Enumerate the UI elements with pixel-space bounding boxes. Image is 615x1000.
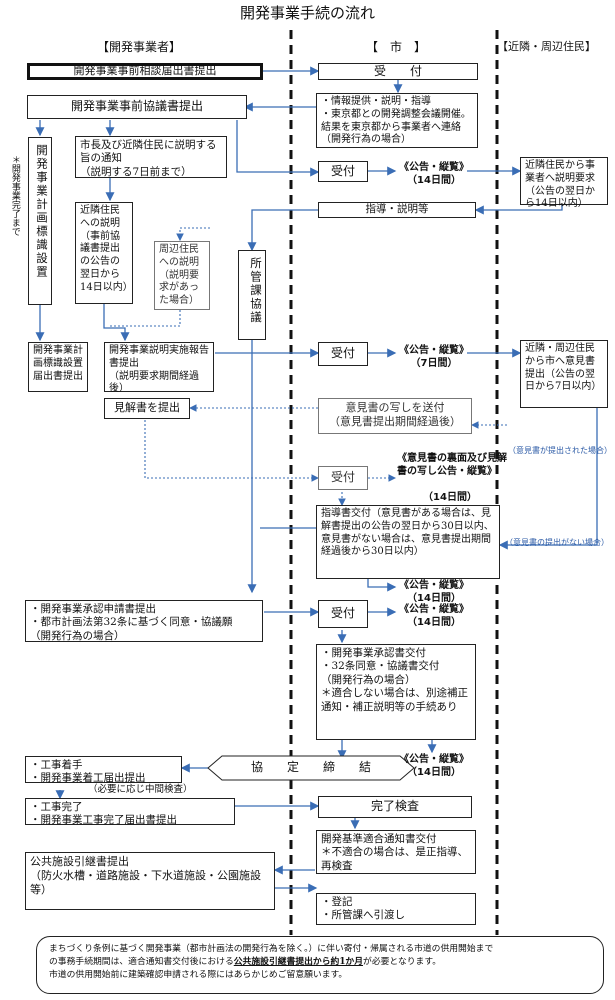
column-header-developer: 【開発事業者】: [97, 40, 182, 54]
public-notice-14c: 《公告・縦覧》 （14日間）: [399, 580, 469, 604]
work-start: ・工事着手 ・開発事業着工届出提出: [25, 756, 182, 784]
guidance-letter: 指導書交付（意見書がある場合は、見解書提出の公告の翌日から30日以内、意見書がな…: [316, 505, 500, 579]
sign-note: ＊開発事業完了まで: [9, 155, 20, 236]
prior-discussion: 開発事業事前協議書提出: [27, 95, 247, 119]
explain-report: 開発事業説明実施報告書提出 （説明要求期間経過後）: [104, 342, 214, 394]
prior-consult-notice: 開発事業事前相談届出書提出: [27, 63, 263, 80]
approval-issue: ・開発事業承認書交付 ・32条同意・協議書交付 （開発行為の場合） ＊適合しない…: [316, 644, 476, 740]
guidance: 指導・説明等: [318, 202, 476, 218]
footer-line-3: 市道の供用開始前に建築確認申請される際にはあらかじめご留意願います。: [49, 970, 348, 981]
footer-line-1: まちづくり条例に基づく開発事業（都市計画法の開発行為を除く。）に伴い寄付・帰属さ…: [49, 944, 494, 954]
mayor-notice: 市長及び近隣住民に説明する旨の通知 （説明する7日前まで）: [75, 136, 227, 178]
work-complete: ・工事完了 ・開発事業工事完了届出書提出: [25, 798, 235, 826]
note-opinion-submitted: （意見書が提出された場合）: [508, 446, 612, 455]
approval-apply: ・開発事業承認申請書提出 ・都市計画法第32条に基づく同意・協議願 （開発行為の…: [25, 600, 263, 642]
reception-4: 受付: [318, 466, 368, 490]
column-header-city: 【 市 】: [366, 40, 427, 54]
footer-line-2: の事務手続期間は、適合通知書交付後における公共施設引継書提出から約1か月が必要と…: [49, 957, 442, 968]
registration: ・登記 ・所管課へ引渡し: [316, 893, 476, 925]
interim-check: （必要に応じ中間検査）: [88, 784, 193, 795]
note-opinion-not-submitted: （意見書の提出がない場合）: [505, 538, 609, 547]
public-notice-14b: （14日間）: [423, 492, 477, 503]
opinion-submit-button: 見解書を提出: [104, 398, 190, 419]
public-notice-opinion: 《意見書の裏面及び見解書の写し公告・縦覧》: [397, 453, 507, 477]
footer-note: まちづくり条例に基づく開発事業（都市計画法の開発行為を除く。）に伴い寄付・帰属さ…: [36, 936, 604, 994]
opinion-copy: 意見書の写しを送付 （意見書提出期間経過後）: [318, 398, 472, 434]
surrounding-explain: 周辺住民への説明 （説明要求があった場合）: [154, 241, 210, 310]
explain-request: 近隣住民から事業者へ説明要求 （公告の翌日から14日以内）: [520, 157, 608, 209]
public-notice-7: 《公告・縦覧》 （7日間）: [399, 345, 469, 369]
public-facility: 公共施設引継書提出 （防火水槽・道路施設・下水道施設・公園施設等）: [25, 852, 275, 910]
column-header-neighbors: 【近隣・周辺住民】: [497, 40, 596, 53]
completion-check: 完了検査: [318, 796, 472, 818]
sign-report: 開発事業計画標識設置届出書提出: [28, 342, 88, 392]
neighbor-opinion-submit: 近隣・周辺住民から市へ意見書提出（公告の翌日から7日以内）: [520, 340, 608, 408]
reception-2: 受付: [318, 161, 368, 182]
department-discussion: 所管課協議: [238, 250, 266, 340]
footer-emphasis: 公共施設引継書提出から約1か月: [233, 957, 364, 968]
reception-first: 受 付: [318, 63, 478, 80]
sign-install: 開発事業計画標識設置: [28, 137, 52, 305]
reception-3: 受付: [318, 342, 368, 366]
page-title: 開発事業手続の流れ: [239, 4, 375, 22]
neighbor-explain: 近隣住民への説明 （事前協議書提出の公告の翌日から14日以内）: [75, 202, 133, 304]
info-provide: ・情報提供・説明・指導 ・東京都との開発調整会議開催。結果を東京都から事業者へ連…: [316, 93, 478, 148]
conformity-issue: 開発基準適合通知書交付 ＊不適合の場合は、是正指導、再検査: [316, 830, 476, 874]
public-notice-14d: 《公告・縦覧》 （14日間）: [399, 604, 469, 628]
public-notice-14e: 《公告・縦覧》 （14日間）: [399, 754, 469, 778]
public-notice-14a: 《公告・縦覧》 （14日間）: [399, 162, 469, 186]
reception-5: 受付: [318, 600, 368, 628]
agreement-shape: [207, 755, 415, 781]
agreement: 協 定 締 結: [250, 760, 371, 774]
